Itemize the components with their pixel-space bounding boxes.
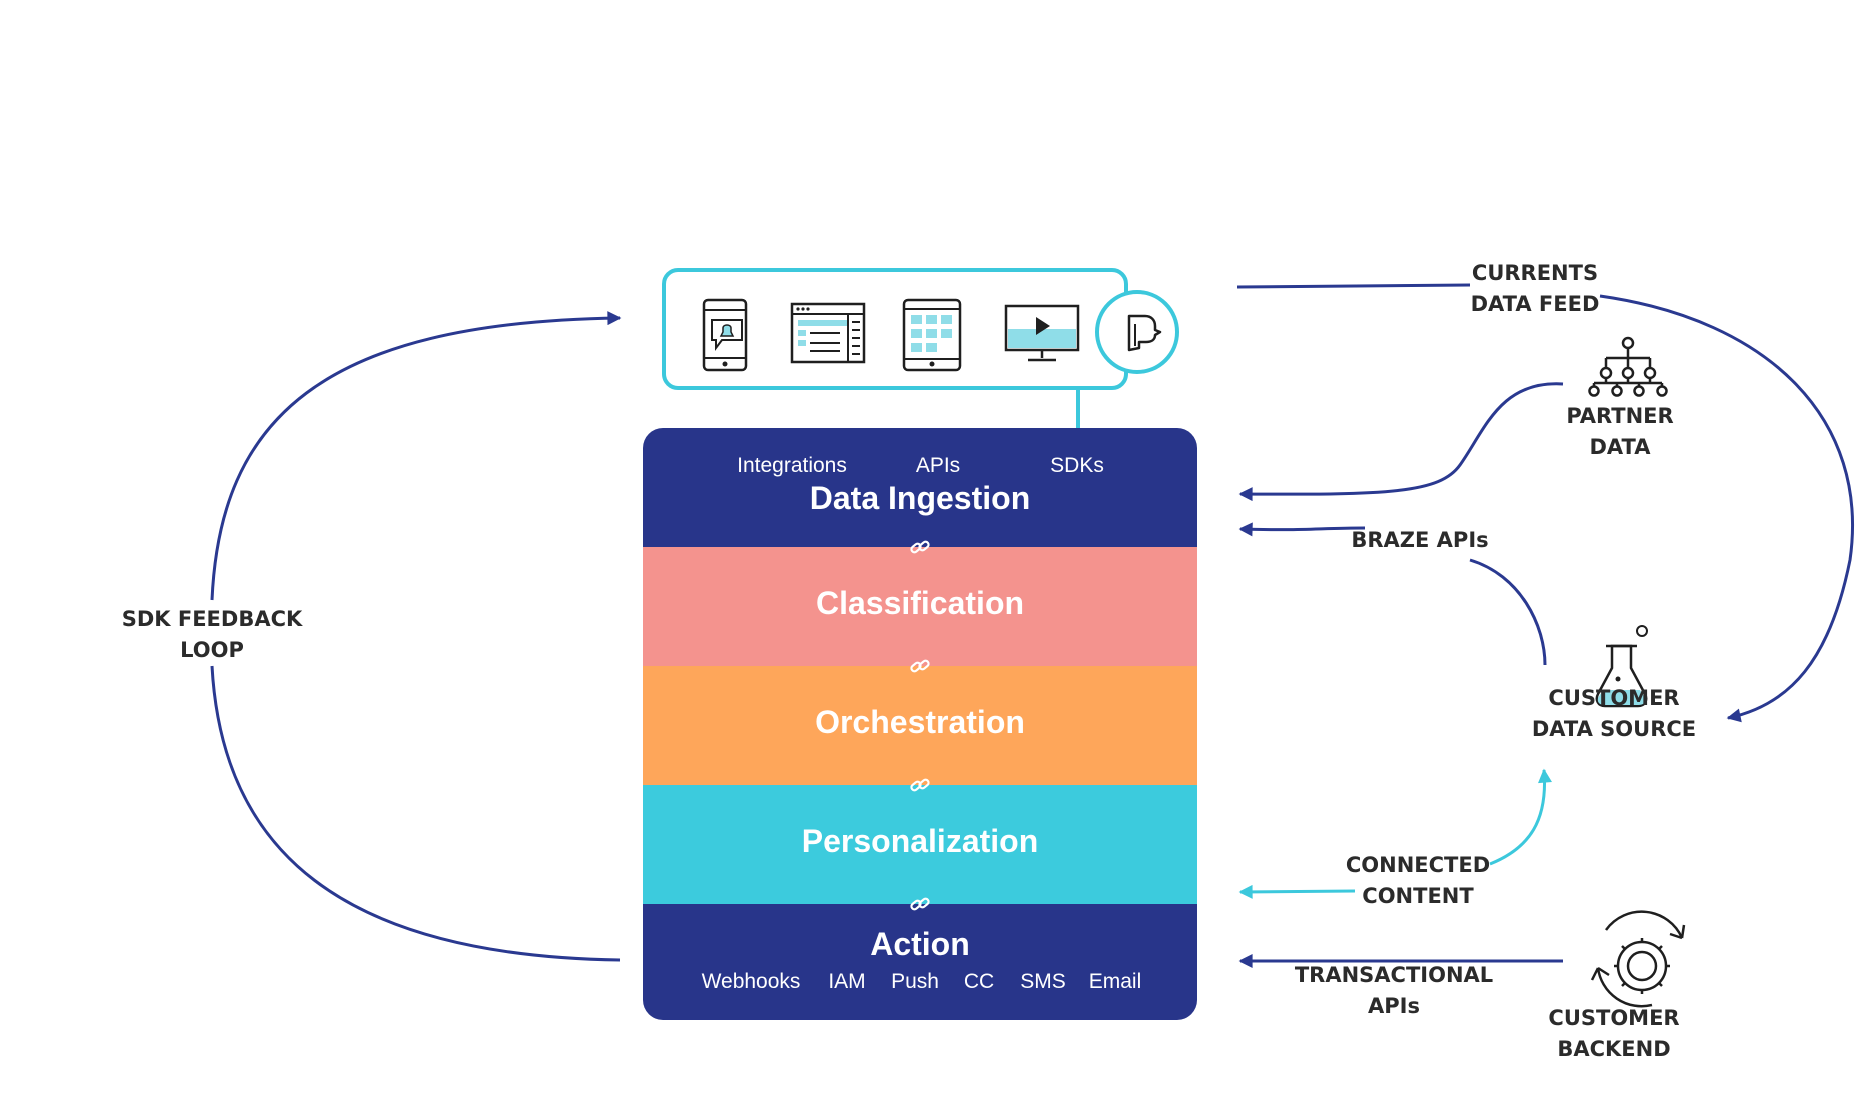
braze-logo-badge [1095, 290, 1179, 374]
layer-title-personalization: Personalization [801, 823, 1039, 859]
sdk-feedback-arrow-upper [210, 311, 622, 601]
braze-platform-stack: Integrations APIs SDKs Data Ingestion Cl… [643, 428, 1197, 1020]
partner-data-arrow [1238, 382, 1564, 502]
tag-push: Push [891, 970, 939, 993]
layer-title-action: Action [870, 926, 970, 962]
web-page-icon [790, 302, 866, 364]
tag-apis: APIs [915, 454, 961, 477]
device-connector [1076, 390, 1080, 430]
link-icon [910, 778, 930, 792]
connected-content-arrow-left [1238, 884, 1356, 899]
braze-apis-arrow [1238, 522, 1366, 537]
tag-integrations: Integrations [737, 454, 847, 477]
layer-personalization: Personalization [643, 785, 1197, 904]
layer-action: Action Webhooks IAM Push CC SMS Email [643, 904, 1197, 1020]
tag-sdks: SDKs [1050, 454, 1104, 477]
video-screen-icon [1004, 304, 1080, 362]
currents-arrow-curve [1599, 294, 1855, 723]
sdk-feedback-arrow-lower [210, 665, 621, 962]
label-braze-apis: BRAZE APIs [1351, 528, 1489, 552]
layer-title-data-ingestion: Data Ingestion [809, 480, 1031, 516]
tag-sms: SMS [1020, 970, 1066, 993]
link-icon [910, 540, 930, 554]
flask-icon [1595, 625, 1648, 708]
gear-sync-icon [1590, 910, 1686, 1008]
layer-classification: Classification [643, 547, 1197, 666]
org-chart-icon [1588, 336, 1668, 397]
connected-content-arrow [1489, 768, 1552, 866]
currents-arrow [1236, 283, 1471, 289]
tag-cc: CC [963, 970, 995, 993]
layer-title-classification: Classification [815, 585, 1025, 621]
tag-iam: IAM [828, 970, 866, 993]
link-icon [910, 897, 930, 911]
tag-email: Email [1088, 970, 1142, 993]
channel-devices-panel [662, 268, 1128, 390]
tag-webhooks: Webhooks [701, 970, 801, 993]
tablet-icon [902, 298, 962, 372]
layer-title-orchestration: Orchestration [815, 704, 1025, 740]
link-icon [910, 659, 930, 673]
braze-apis-arrow-tail [1469, 558, 1547, 666]
layer-data-ingestion: Integrations APIs SDKs Data Ingestion [643, 428, 1197, 547]
braze-logo-icon [1127, 314, 1162, 352]
mobile-notification-icon [702, 298, 748, 372]
layer-orchestration: Orchestration [643, 666, 1197, 785]
